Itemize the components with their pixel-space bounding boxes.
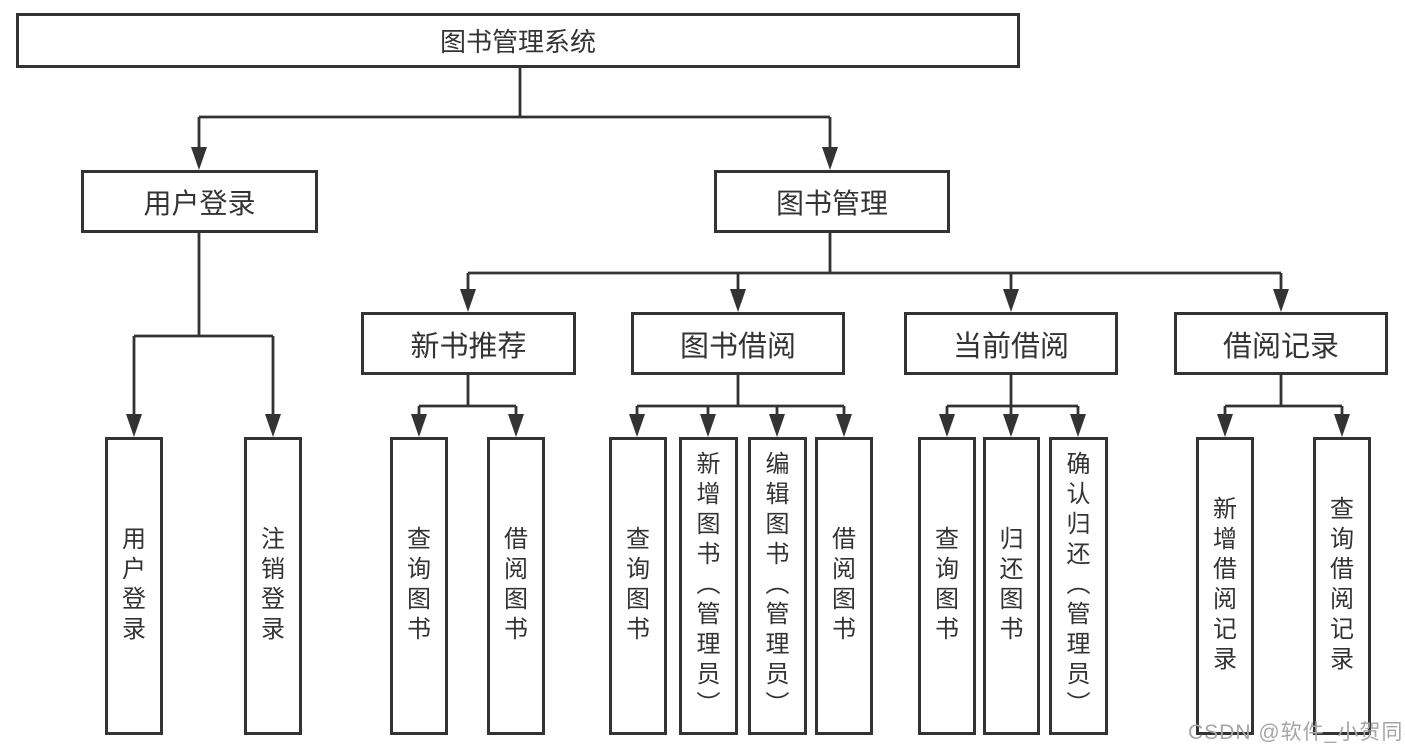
csdn-watermark: CSDN @软件_小贺同学 xyxy=(1188,721,1405,744)
node-current-borrow-label: 当前借阅 xyxy=(952,330,1069,363)
node-borrow-record-label: 借阅记录 xyxy=(1222,330,1339,363)
node-book-mgmt-label: 图书管理 xyxy=(775,187,888,219)
node-borrow-record: 借阅记录 xyxy=(1174,312,1388,375)
connector-user-login-to-children xyxy=(126,233,281,437)
node-leaf-borrow-add: 新增图书（管理员） xyxy=(679,437,738,735)
node-leaf-confirm-return-label: 确认归还（管理员） xyxy=(1062,451,1089,721)
node-leaf-borrow-query-label: 查询图书 xyxy=(621,526,649,646)
node-leaf-return-book-label: 归还图书 xyxy=(995,526,1022,646)
node-leaf-newbook-query-label: 查询图书 xyxy=(402,526,430,646)
connector-new-book-to-children xyxy=(411,375,524,437)
node-leaf-newbook-borrow: 借阅图书 xyxy=(487,437,545,735)
node-leaf-borrow-query: 查询图书 xyxy=(609,437,667,735)
node-leaf-logout: 注销登录 xyxy=(244,437,302,735)
node-leaf-confirm-return: 确认归还（管理员） xyxy=(1049,437,1108,735)
node-user-login: 用户登录 xyxy=(81,170,318,233)
node-leaf-borrow-edit: 编辑图书（管理员） xyxy=(748,437,807,735)
node-leaf-return-book: 归还图书 xyxy=(983,437,1040,735)
connector-book-borrow-to-children xyxy=(629,375,852,437)
node-leaf-record-add-label: 新增借阅记录 xyxy=(1208,496,1236,676)
connector-borrow-record-to-children xyxy=(1217,375,1350,437)
node-leaf-current-query-label: 查询图书 xyxy=(930,526,958,646)
node-book-borrow: 图书借阅 xyxy=(631,312,845,375)
node-leaf-user-login-label: 用户登录 xyxy=(117,526,145,646)
node-root: 图书管理系统 xyxy=(16,13,1020,68)
node-leaf-user-login: 用户登录 xyxy=(105,437,163,735)
connector-book-mgmt-to-level3 xyxy=(460,233,1289,312)
node-leaf-newbook-borrow-label: 借阅图书 xyxy=(499,526,527,646)
node-current-borrow: 当前借阅 xyxy=(904,312,1118,375)
node-leaf-record-query-label: 查询借阅记录 xyxy=(1325,496,1353,676)
node-new-book: 新书推荐 xyxy=(361,312,576,375)
node-leaf-record-query: 查询借阅记录 xyxy=(1313,437,1371,735)
node-user-login-label: 用户登录 xyxy=(143,187,256,219)
node-leaf-borrow-book: 借阅图书 xyxy=(815,437,873,735)
node-root-label: 图书管理系统 xyxy=(439,27,596,57)
node-leaf-logout-label: 注销登录 xyxy=(256,526,284,646)
node-leaf-newbook-query: 查询图书 xyxy=(390,437,448,735)
node-leaf-borrow-edit-label: 编辑图书（管理员） xyxy=(761,451,788,721)
node-leaf-current-query: 查询图书 xyxy=(918,437,976,735)
node-leaf-borrow-book-label: 借阅图书 xyxy=(827,526,855,646)
node-book-mgmt: 图书管理 xyxy=(714,170,950,233)
node-book-borrow-label: 图书借阅 xyxy=(679,330,796,363)
node-leaf-record-add: 新增借阅记录 xyxy=(1196,437,1254,735)
node-leaf-borrow-add-label: 新增图书（管理员） xyxy=(692,451,719,721)
connector-root-to-level2 xyxy=(191,68,838,170)
node-new-book-label: 新书推荐 xyxy=(410,330,527,363)
connector-current-borrow-to-children xyxy=(939,375,1086,437)
